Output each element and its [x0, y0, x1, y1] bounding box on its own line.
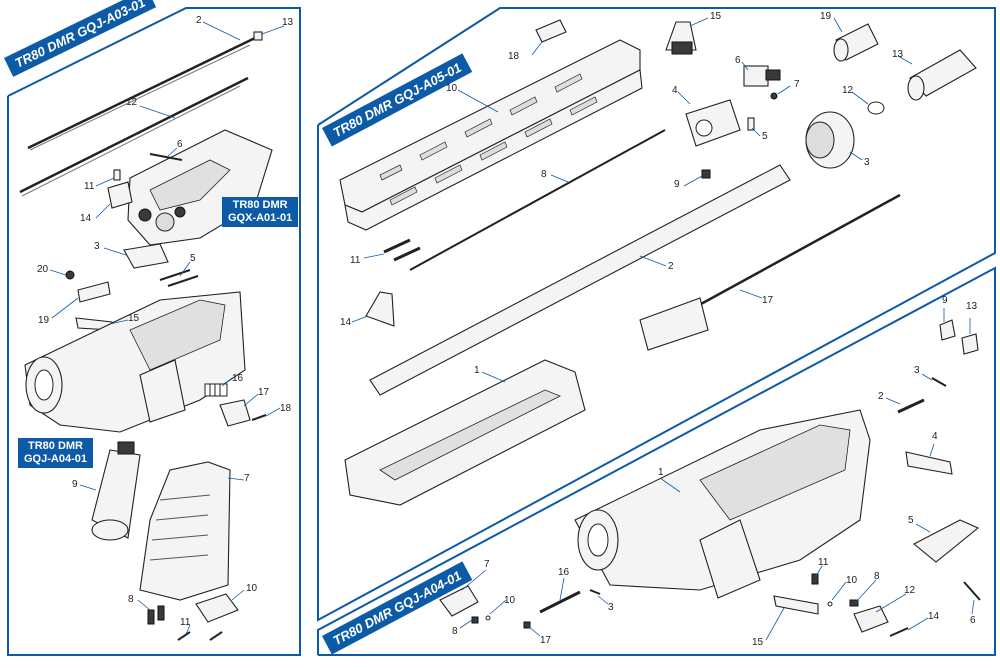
- part-label: 12: [904, 585, 916, 596]
- part-label: 13: [892, 49, 904, 60]
- part-label: 8: [128, 594, 134, 605]
- frame-top-right: [317, 7, 996, 622]
- part-label: 13: [966, 301, 978, 312]
- part-label: 16: [558, 567, 570, 578]
- part-label: 6: [735, 55, 741, 66]
- callout-gearbox-line1: TR80 DMR: [232, 199, 288, 211]
- part-label: 12: [842, 85, 854, 96]
- part-label: 1: [474, 365, 480, 376]
- part-label: 10: [246, 583, 258, 594]
- part-label: 6: [970, 615, 976, 626]
- callout-lower-line1: TR80 DMR: [27, 440, 83, 452]
- part-label: 14: [80, 213, 92, 224]
- callout-gearbox: TR80 DMR GQX-A01-01: [222, 197, 299, 227]
- part-label: 6: [177, 139, 183, 150]
- part-label: 10: [504, 595, 516, 606]
- part-label: 17: [258, 387, 270, 398]
- part-label: 8: [874, 571, 880, 582]
- part-label: 19: [820, 11, 832, 22]
- part-label: 10: [846, 575, 858, 586]
- part-label: 16: [232, 373, 244, 384]
- part-label: 3: [94, 241, 100, 252]
- part-label: 2: [196, 15, 202, 26]
- part-label: 11: [350, 255, 361, 266]
- frame-left: [7, 7, 301, 656]
- part-label: 4: [932, 431, 938, 442]
- callout-lower-line2: GQJ-A04-01: [24, 453, 87, 465]
- callout-gearbox-line2: GQX-A01-01: [228, 212, 293, 224]
- part-label: 17: [540, 635, 552, 646]
- part-label: 4: [672, 85, 678, 96]
- part-label: 13: [282, 17, 294, 28]
- bottom-parts: [439, 308, 981, 641]
- part-label: 2: [668, 261, 674, 272]
- part-label: 15: [752, 637, 764, 648]
- part-label: 3: [914, 365, 920, 376]
- part-label: 7: [484, 559, 490, 570]
- part-label: 17: [762, 295, 774, 306]
- part-label: 8: [541, 169, 547, 180]
- part-label: 9: [942, 295, 948, 306]
- part-label: 10: [446, 83, 458, 94]
- left-parts: [19, 21, 285, 641]
- part-label: 1: [658, 467, 664, 478]
- part-label: 15: [128, 313, 140, 324]
- part-label: 18: [280, 403, 292, 414]
- part-label: 7: [794, 79, 800, 90]
- part-label: 11: [818, 557, 829, 568]
- part-label: 14: [340, 317, 352, 328]
- part-label: 12: [126, 97, 138, 108]
- part-label: 11: [180, 617, 191, 628]
- top-parts: [339, 17, 977, 506]
- part-label: 14: [928, 611, 940, 622]
- part-label: 20: [37, 264, 49, 275]
- part-label: 5: [762, 131, 768, 142]
- part-label: 7: [244, 473, 250, 484]
- callout-lower: TR80 DMR GQJ-A04-01: [18, 438, 93, 468]
- part-label: 8: [452, 626, 458, 637]
- part-label: 3: [864, 157, 870, 168]
- part-label: 19: [38, 315, 50, 326]
- part-label: 9: [72, 479, 78, 490]
- frame-bottom-right: [317, 266, 996, 656]
- part-label: 15: [710, 11, 722, 22]
- part-label: 11: [84, 181, 95, 192]
- part-label: 3: [608, 602, 614, 613]
- part-label: 2: [878, 391, 884, 402]
- part-label: 18: [508, 51, 520, 62]
- part-label: 9: [674, 179, 680, 190]
- part-label: 5: [908, 515, 914, 526]
- part-label: 5: [190, 253, 196, 264]
